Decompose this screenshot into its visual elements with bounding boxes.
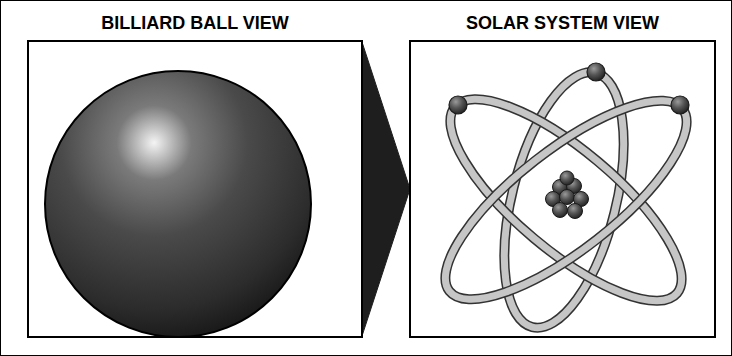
panel-frame bbox=[409, 40, 716, 338]
nucleon bbox=[560, 171, 574, 185]
orbit-band bbox=[419, 69, 714, 330]
electron bbox=[671, 96, 689, 114]
billiard-ball bbox=[45, 71, 311, 337]
model-panel: SOLAR SYSTEM VIEW bbox=[409, 6, 716, 338]
transition-arrow bbox=[362, 42, 410, 336]
panel-heading: BILLIARD BALL VIEW bbox=[27, 6, 363, 40]
nucleon bbox=[553, 203, 568, 218]
orbit-outline bbox=[419, 69, 714, 330]
nucleus bbox=[546, 171, 589, 219]
electrons bbox=[449, 63, 689, 114]
electron bbox=[449, 96, 467, 114]
panel-frame bbox=[27, 40, 363, 338]
orbit-band bbox=[423, 68, 709, 331]
orbit-outline bbox=[423, 68, 709, 331]
panel-heading: SOLAR SYSTEM VIEW bbox=[409, 6, 716, 40]
model-panel: BILLIARD BALL VIEW bbox=[27, 6, 363, 338]
nucleon bbox=[568, 204, 583, 219]
atom-orbits bbox=[419, 60, 714, 339]
electron bbox=[587, 63, 605, 81]
